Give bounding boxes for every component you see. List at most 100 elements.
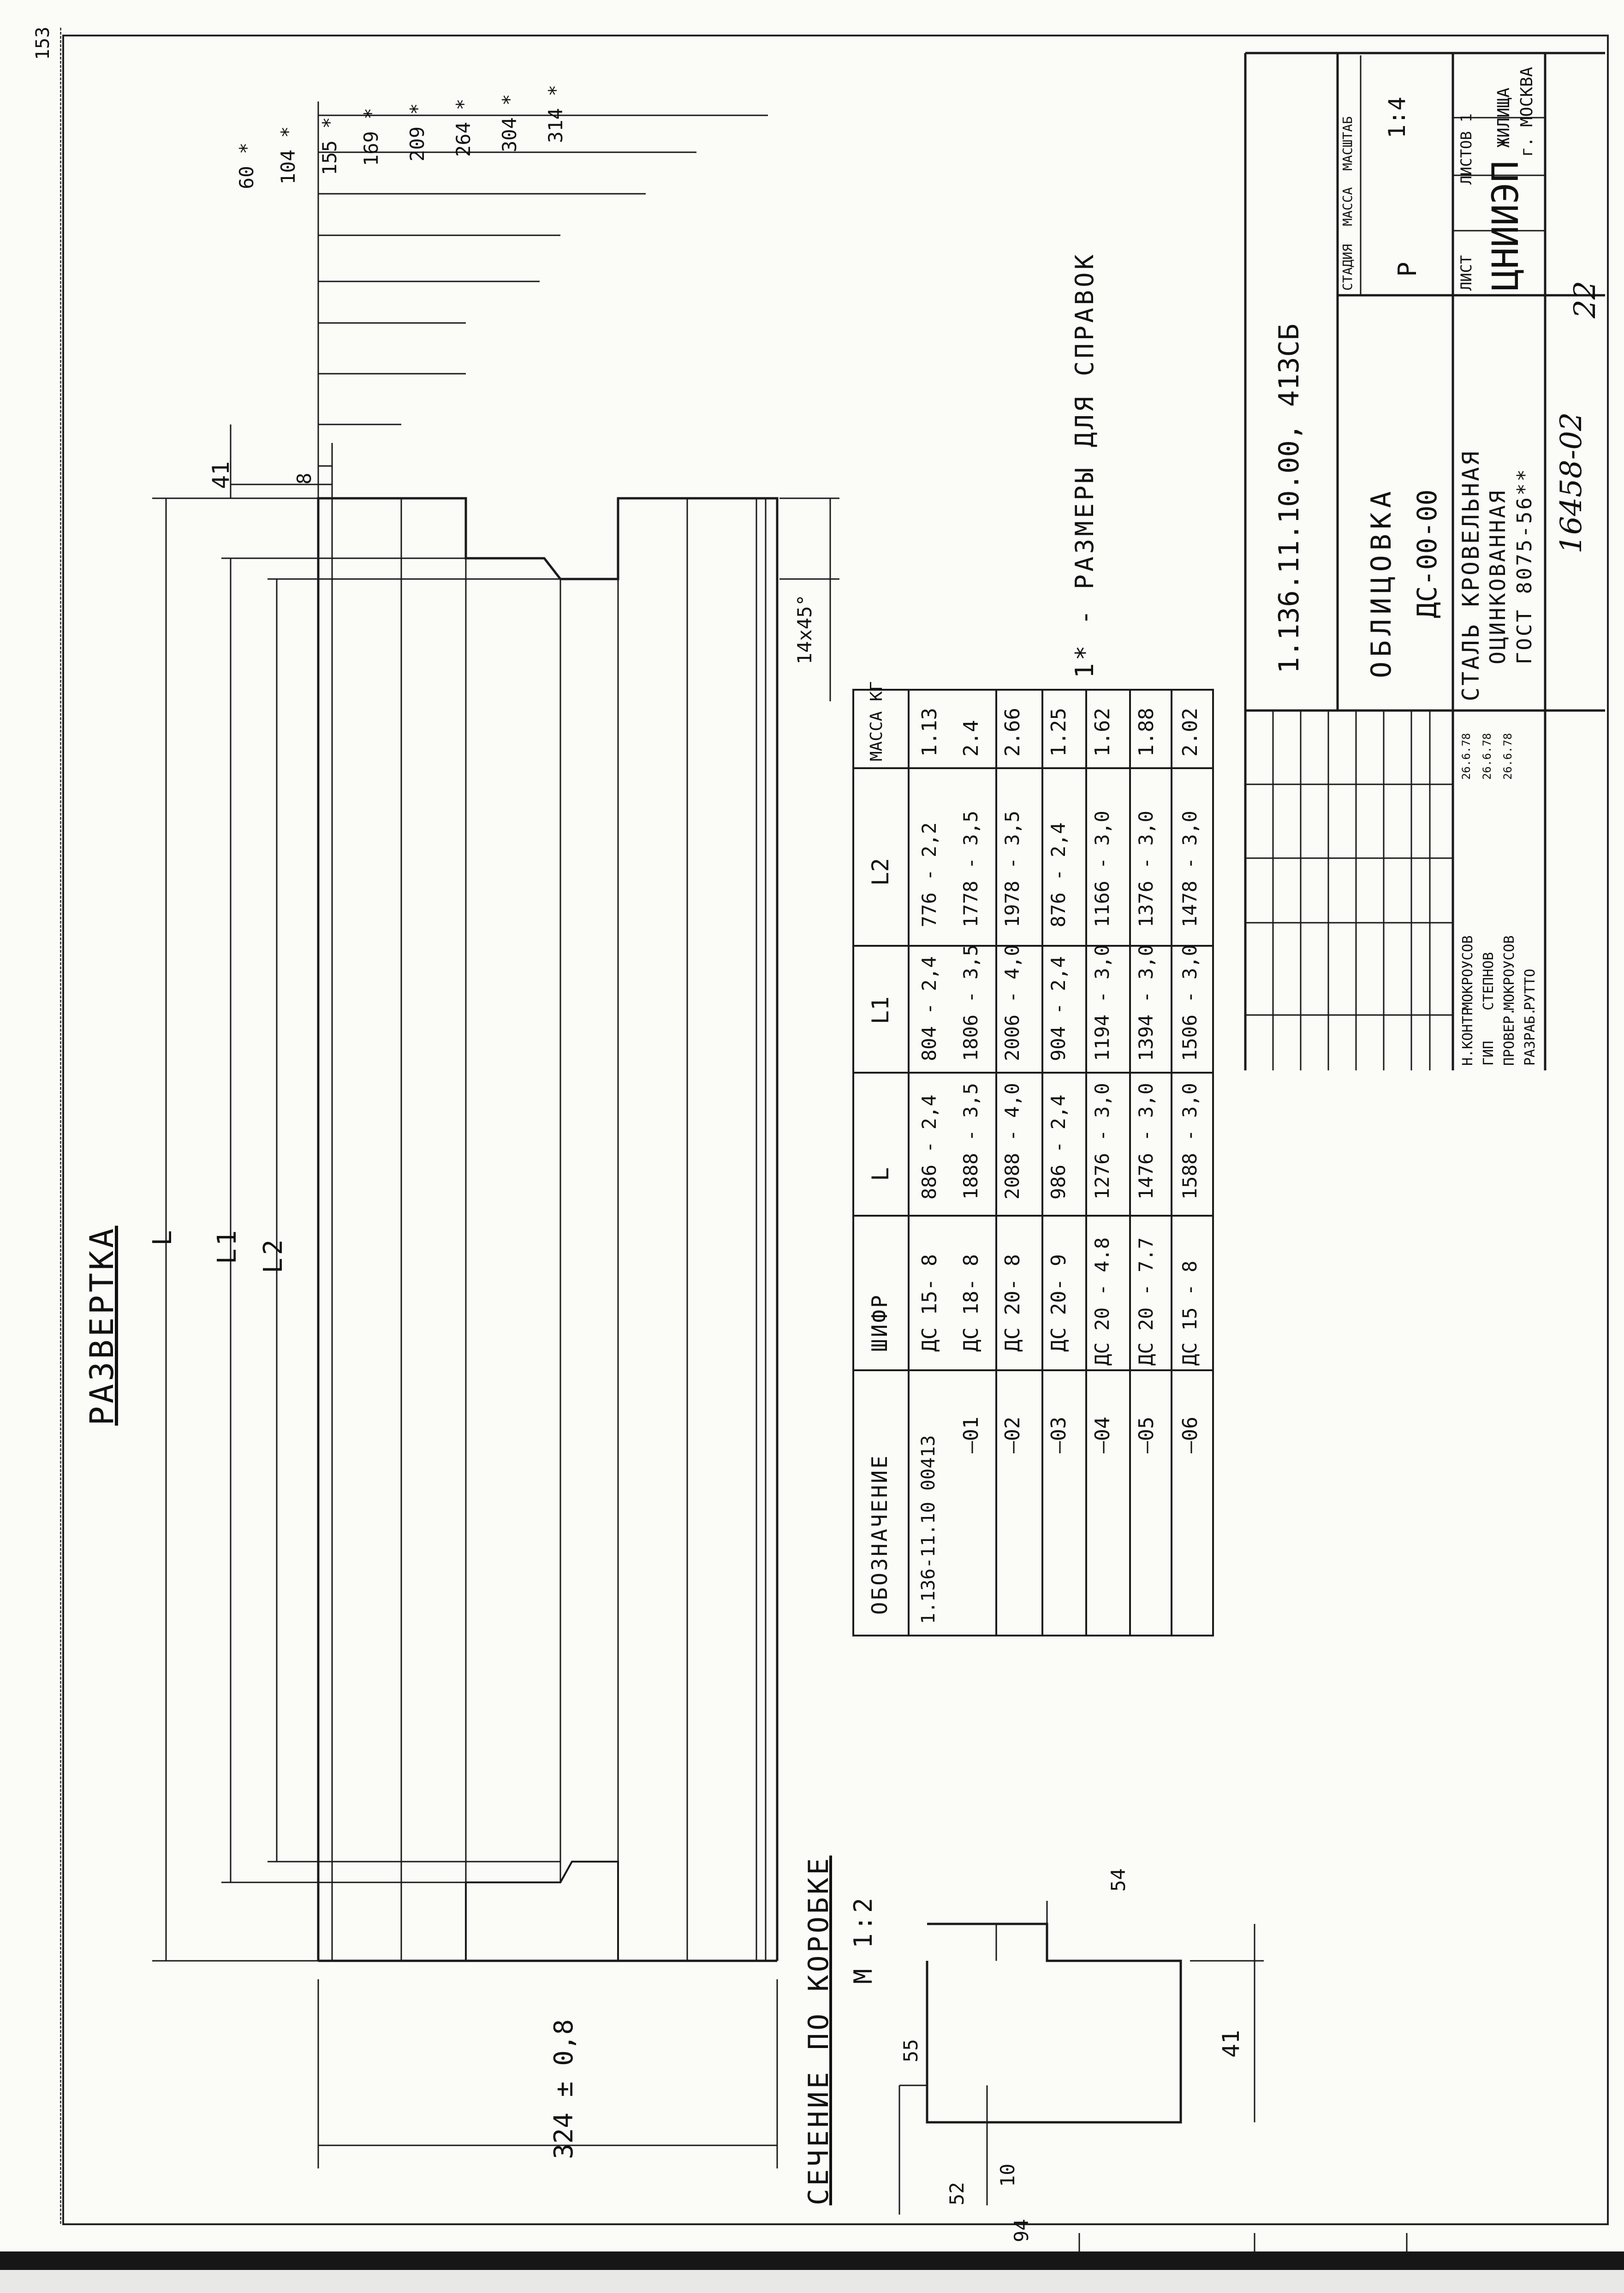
part-name: ОБЛИЦОВКА xyxy=(1365,486,1398,678)
signer-date: 26.6.78 xyxy=(1481,733,1493,780)
material-line3: ГОСТ 8075-56** xyxy=(1513,467,1536,664)
dim-104: 104 * xyxy=(277,126,299,185)
table-cell: 876 - 2,4 xyxy=(1047,822,1070,927)
sheets-label: ЛИСТОВ 1 xyxy=(1457,113,1475,185)
signer-date: 26.6.78 xyxy=(1501,733,1514,780)
chamfer-dim: 14x45° xyxy=(793,594,816,664)
table-cell: 776 - 2,2 xyxy=(918,822,940,927)
sheet-label: ЛИСТ xyxy=(1457,255,1475,291)
table-cell: ДС 15 - 8 xyxy=(1178,1260,1201,1366)
table-cell: —01 xyxy=(959,1416,983,1453)
table-cell: 886 - 2,4 xyxy=(918,1094,940,1200)
length-label-L1: L1 xyxy=(212,1227,242,1264)
section-outline xyxy=(926,1923,1182,2124)
table-cell: ДС 15- 8 xyxy=(918,1254,941,1352)
table-cell: —03 xyxy=(1047,1416,1071,1453)
table-cell: ДС 20 - 7.7 xyxy=(1135,1237,1157,1366)
table-cell: 1978 - 3,5 xyxy=(1001,811,1023,927)
table-cell: 1394 - 3,0 xyxy=(1135,944,1157,1061)
table-cell: —06 xyxy=(1178,1416,1202,1453)
dim-60: 60 * xyxy=(235,142,258,189)
signer-date: 26.6.78 xyxy=(1460,733,1473,780)
table-cell: 2.02 xyxy=(1178,708,1202,757)
signer-role: РАЗРАБ. xyxy=(1522,1007,1538,1066)
table-header-designation: ОБОЗНАЧЕНИЕ xyxy=(867,1454,892,1615)
table-cell: 1276 - 3,0 xyxy=(1091,1083,1113,1200)
part-code: ДС-00-00 xyxy=(1411,489,1443,618)
signer-name: РУТТО xyxy=(1522,968,1538,1010)
org-sub1: ЖИЛИЩА xyxy=(1494,87,1513,148)
table-cell: 1.136-11.10 00413 xyxy=(918,1435,939,1624)
section-title: СЕЧЕНИЕ ПО КОРОБКЕ xyxy=(803,1855,835,2205)
signer-role: Н.КОНТР xyxy=(1460,1007,1476,1066)
table-cell: 2.66 xyxy=(1001,708,1024,757)
table-cell: 1194 - 3,0 xyxy=(1091,944,1113,1061)
table-cell: 804 - 2,4 xyxy=(918,956,940,1061)
org-name: ЦНИИЭП xyxy=(1485,161,1527,291)
dim-8: 8 xyxy=(293,472,315,484)
unfold-title: РАЗВЕРТКА xyxy=(83,1225,121,1426)
table-cell: 2.4 xyxy=(959,720,983,757)
binding-margin xyxy=(28,28,61,2224)
table-cell: 1888 - 3,5 xyxy=(959,1083,982,1200)
table-cell: 2006 - 4,0 xyxy=(1001,944,1023,1061)
table-header-mass: МАССА КГ xyxy=(867,681,886,761)
table-cell: ДС 20- 9 xyxy=(1047,1254,1071,1352)
section-dim-54: 54 xyxy=(1107,1868,1130,1892)
length-label-L: L xyxy=(148,1227,178,1246)
table-header-L1: L1 xyxy=(867,996,894,1024)
doc-number: 1.136.11.10.00, 413СБ xyxy=(1273,323,1305,674)
spec-table-grid xyxy=(852,689,1214,1636)
table-cell: ДС 20- 8 xyxy=(1001,1254,1024,1352)
dim-169: 169 * xyxy=(360,107,382,166)
table-cell: 1506 - 3,0 xyxy=(1178,944,1201,1061)
section-scale: М 1:2 xyxy=(849,1895,878,1984)
dim-314: 314 * xyxy=(544,84,567,143)
scan-edge-light xyxy=(0,2270,1624,2293)
table-cell: ДС 20 - 4.8 xyxy=(1091,1237,1113,1366)
material-line1: СТАЛЬ КРОВЕЛЬНАЯ xyxy=(1457,449,1484,701)
dim-155: 155 * xyxy=(318,117,341,175)
table-cell: 1.25 xyxy=(1047,708,1071,757)
table-cell: 1478 - 3,0 xyxy=(1178,811,1201,927)
material-line2: ОЦИНКОВАННАЯ xyxy=(1485,489,1510,664)
unfold-outline xyxy=(317,497,779,1961)
archive-number: 16458-02 xyxy=(1554,412,1588,554)
table-header-L2: L2 xyxy=(867,858,894,886)
table-cell: —05 xyxy=(1135,1416,1158,1453)
table-cell: 1.62 xyxy=(1091,708,1114,757)
table-cell: —04 xyxy=(1091,1416,1114,1453)
table-cell: 1476 - 3,0 xyxy=(1135,1083,1157,1200)
table-cell: 986 - 2,4 xyxy=(1047,1094,1070,1200)
table-header-L: L xyxy=(867,1167,894,1181)
stage-value: Р xyxy=(1393,262,1422,277)
section-dim-41: 41 xyxy=(1218,2030,1244,2058)
dim-41-top: 41 xyxy=(208,461,234,489)
org-sub2: г. МОСКВА xyxy=(1517,66,1536,157)
signer-role: ПРОВЕР. xyxy=(1501,1007,1517,1066)
table-cell: 2088 - 4,0 xyxy=(1001,1083,1023,1200)
table-cell: 904 - 2,4 xyxy=(1047,956,1070,1061)
table-cell: —02 xyxy=(1001,1416,1024,1453)
dim-264: 264 * xyxy=(452,98,475,157)
scale-label: МАСШТАБ xyxy=(1340,116,1355,171)
section-dim-55: 55 xyxy=(899,2039,922,2062)
section-dim-10: 10 xyxy=(996,2163,1019,2187)
length-label-L2: L2 xyxy=(258,1236,288,1273)
table-cell: ДС 18- 8 xyxy=(959,1254,983,1352)
table-cell: 1.13 xyxy=(918,708,941,757)
section-dim-94: 94 xyxy=(1010,2219,1033,2242)
table-cell: 1806 - 3,5 xyxy=(959,944,982,1061)
signer-name: СТЕПНОВ xyxy=(1481,952,1497,1010)
scan-edge-dark xyxy=(0,2251,1624,2270)
section-dim-52: 52 xyxy=(946,2182,968,2205)
table-cell: 1588 - 3,0 xyxy=(1178,1083,1201,1200)
table-cell: 1778 - 3,5 xyxy=(959,811,982,927)
dim-304: 304 * xyxy=(498,94,521,152)
signer-name: МОКРОУСОВ xyxy=(1460,935,1476,1010)
stage-label: СТАДИЯ xyxy=(1340,244,1355,291)
mass-label: МАССА xyxy=(1340,187,1355,226)
page-number: 22 xyxy=(1568,281,1602,318)
